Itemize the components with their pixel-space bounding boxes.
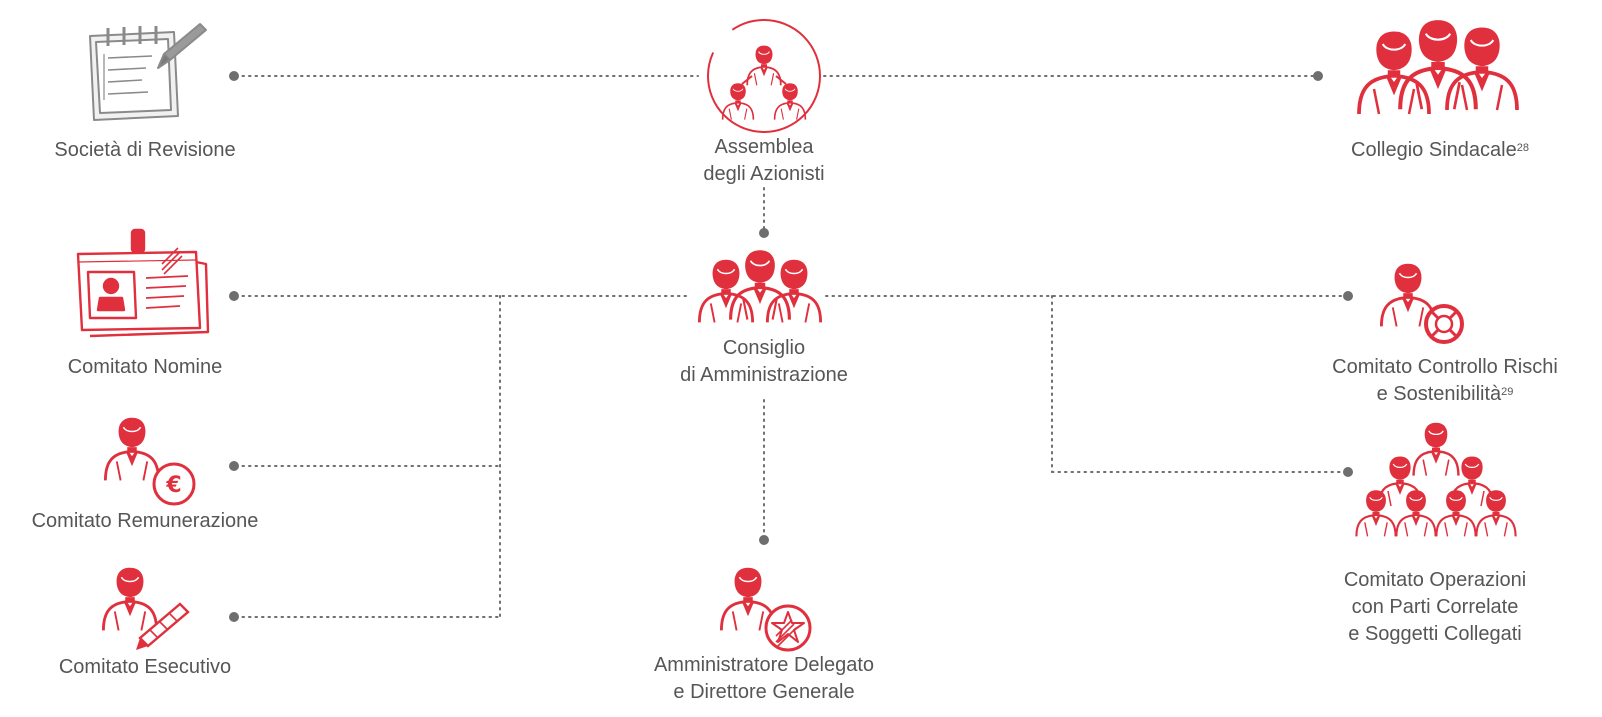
label-comitato-controllo: Comitato Controllo Rischi e Sostenibilit… <box>1332 356 1558 405</box>
label-collegio-sindacale: Collegio Sindacale28 <box>1351 139 1529 161</box>
dot-societa <box>229 71 239 81</box>
dot-operazioni <box>1343 467 1353 477</box>
id-card-icon <box>76 228 210 338</box>
label-consiglio: Consiglio di Amministrazione <box>680 337 848 386</box>
label-comitato-nomine: Comitato Nomine <box>67 356 223 378</box>
three-people-icon <box>1357 20 1519 116</box>
dot-amministratore <box>759 535 769 545</box>
dot-remunerazione <box>229 461 239 471</box>
notepad-pen-icon <box>89 23 207 121</box>
label-comitato-esecutivo: Comitato Esecutivo <box>58 656 232 678</box>
label-comitato-remunerazione: Comitato Remunerazione <box>31 510 259 532</box>
dot-collegio <box>1313 71 1323 81</box>
label-amministratore-delegato: Amministratore Delegato e Direttore Gene… <box>653 654 875 703</box>
people-pyramid-icon <box>1355 421 1517 538</box>
connector-dots <box>229 71 1353 622</box>
dot-nomine <box>229 291 239 301</box>
label-assemblea: Assemblea degli Azionisti <box>703 136 825 185</box>
person-pen-icon <box>101 566 190 650</box>
dot-controllo <box>1343 291 1353 301</box>
label-societa-di-revisione: Società di Revisione <box>54 139 236 161</box>
board-people-icon <box>697 248 823 324</box>
person-lifebuoy-icon <box>1379 262 1464 344</box>
person-star-icon <box>719 566 812 652</box>
label-comitato-operazioni: Comitato Operazioni con Parti Correlate … <box>1343 569 1527 645</box>
footnote-29: 29 <box>1501 386 1514 398</box>
svg-text:€: € <box>165 473 181 498</box>
shareholders-group-icon <box>707 19 821 133</box>
person-euro-icon: € <box>103 416 196 506</box>
dot-consiglio-top <box>759 228 769 238</box>
dot-esecutivo <box>229 612 239 622</box>
footnote-28: 28 <box>1516 142 1529 154</box>
connectors <box>235 75 1349 618</box>
